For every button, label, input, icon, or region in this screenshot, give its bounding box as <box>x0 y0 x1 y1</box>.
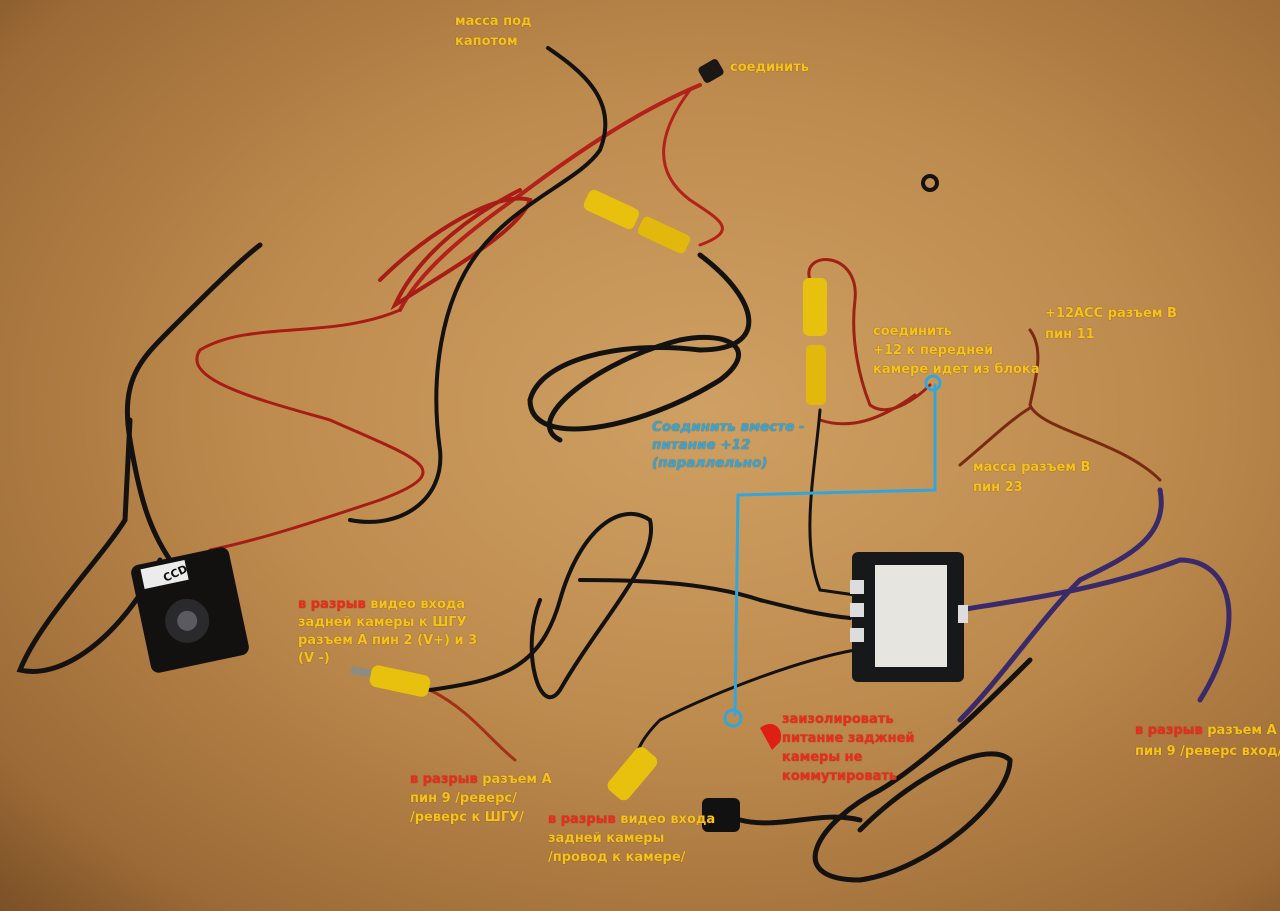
rca-connector-top <box>583 189 691 254</box>
black-coil-center <box>527 252 752 443</box>
video-switch-box <box>850 552 968 682</box>
black-wire-ground <box>348 46 608 524</box>
red-wire-right <box>662 88 724 247</box>
annotation-circle-bottom <box>723 708 743 728</box>
rca-jack-bottom <box>607 747 658 801</box>
harness-wire <box>957 487 1232 723</box>
reverse-wire-left <box>428 688 517 762</box>
red-wire-top <box>398 83 702 312</box>
black-coil-mid <box>428 512 852 700</box>
annotation-circle-top <box>924 374 942 392</box>
rubber-ring <box>921 174 939 192</box>
rca-connector-vertical <box>803 278 827 405</box>
note-connect-top: соединить <box>730 60 809 75</box>
note-insulate: заизолировать питание заджней камеры не … <box>782 712 915 784</box>
front-camera <box>131 547 249 673</box>
black-coil-bottom <box>737 657 1033 883</box>
note-reverse-to-hu: в разрыв разъем А пин 9 /реверс/ /реверс… <box>410 772 552 825</box>
note-acc-pin11: +12ACC разъем B пин 11 <box>1045 306 1177 342</box>
acc-wire <box>1028 328 1162 482</box>
note-ground-pin23: масса разъем B пин 23 <box>973 460 1091 495</box>
black-clip <box>698 59 724 83</box>
note-video-to-cam: в разрыв видео входа задней камеры /пров… <box>548 812 716 865</box>
note-parallel-power: Соединить вместе - питание +12 (параллел… <box>652 419 805 471</box>
note-reverse-in: в разрыв разъем А пин 9 /реверс вход/ <box>1135 723 1280 759</box>
note-video-to-hu: в разрыв видео входа задней камеры к ШГУ… <box>298 597 478 666</box>
small-camera <box>702 798 740 832</box>
red-wire-left <box>195 308 425 552</box>
red-wire-front-power-2 <box>818 393 917 426</box>
black-wire-left-cam <box>16 242 263 674</box>
note-front-cam-power: соединить +12 к передней камере идет из … <box>873 324 1040 377</box>
black-wire-to-box <box>808 408 857 597</box>
ground-wire <box>958 406 1032 467</box>
annotation-line <box>733 383 937 717</box>
note-ground-hood: масса под капотом <box>455 14 532 49</box>
rca-plug-left <box>350 665 431 697</box>
red-insulation-cap <box>760 723 782 750</box>
